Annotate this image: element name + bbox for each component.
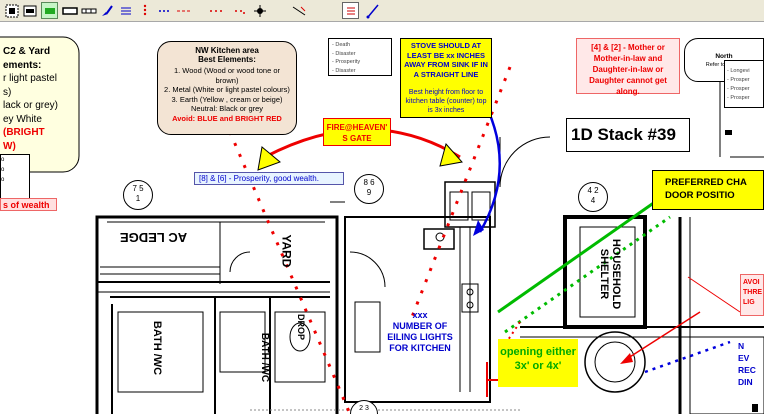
prosperity-note: [8] & [6] - Prosperity, good wealth. <box>194 172 344 185</box>
left-yard-note: C2 & Yard ements: r light pastel s) lack… <box>3 46 59 152</box>
preferred-door-note: PREFERRED CHA DOOR POSITIO <box>652 170 764 210</box>
blue-dot-tool[interactable] <box>155 2 172 19</box>
dotted-frame-icon <box>5 4 18 17</box>
household-shelter-label: HOUSEHOLD SHELTER <box>598 238 622 310</box>
align-tool[interactable] <box>117 2 134 19</box>
kitchen-area-note: NW Kitchen area Best Elements: 1. Wood (… <box>157 41 297 135</box>
red-dot-tool[interactable] <box>136 2 153 19</box>
stamp-icon <box>23 5 36 16</box>
fire-heaven-gate-note: FIRE@HEAVEN' S GATE <box>323 118 391 146</box>
align-icon <box>120 7 131 14</box>
right-blue-note: N EV REC DIN <box>738 341 756 387</box>
green-fill-icon <box>44 7 55 14</box>
brush-tool[interactable] <box>98 2 115 19</box>
kitchen-note-title: NW Kitchen area <box>195 46 259 55</box>
select-frame-tool[interactable] <box>3 2 20 19</box>
bath-wc-label: BATH /WC <box>151 320 164 376</box>
ceiling-lights-note: xxx NUMBER OF EILING LIGHTS FOR KITCHEN <box>387 310 453 353</box>
opening-note: opening either 3x' or 4x' <box>498 339 578 387</box>
arrow-icon <box>253 4 266 17</box>
scale-bar-icon <box>81 8 96 13</box>
pin-tool[interactable] <box>230 2 247 19</box>
pin-icon <box>234 9 245 14</box>
text-list-icon <box>346 7 355 14</box>
kitchen-note-items: 1. Wood (Wood or wood tone or brown) 2. … <box>164 66 290 123</box>
stove-note-detail: Best height from floor to kitchen table … <box>405 89 487 114</box>
stove-note: STOVE SHOULD AT LEAST BE xx INCHES AWAY … <box>400 38 492 118</box>
red-dash-icon <box>176 10 191 11</box>
pen-tool[interactable] <box>364 2 381 19</box>
color-fill-tool[interactable] <box>41 2 58 19</box>
yard-label: YARD <box>279 234 294 268</box>
floor-plan-drawing <box>95 66 764 414</box>
drop-label: DROP <box>296 313 307 341</box>
avoid-light-note: AVOI THRE LIG <box>740 274 764 316</box>
red-dash-tool[interactable] <box>175 2 192 19</box>
direction-circle-869: 8 6 9 <box>354 174 384 204</box>
text-tool[interactable] <box>342 2 359 19</box>
wealth-note: s of wealth <box>0 198 57 211</box>
ac-ledge-label: AC LEDGE <box>120 230 188 245</box>
red-dotline-icon <box>209 9 222 12</box>
floor-plan-canvas[interactable]: C2 & Yard ements: r light pastel s) lack… <box>0 22 764 414</box>
red-dots-icon <box>143 4 146 15</box>
right-legend: - Longevi - Prosper - Prosper - Prosper <box>724 60 764 108</box>
rectangle-icon <box>61 6 78 15</box>
rectangle-tool[interactable] <box>61 2 78 19</box>
pen-icon <box>366 4 379 18</box>
stack-label: 1D Stack #39 <box>566 118 690 152</box>
stamp-tool[interactable] <box>21 2 38 19</box>
left-small-legend: o o o <box>0 154 30 200</box>
brush-icon <box>101 4 113 16</box>
scale-tool[interactable] <box>80 2 97 19</box>
stove-note-title: STOVE SHOULD AT LEAST BE xx INCHES AWAY … <box>404 41 488 79</box>
kitchen-note-subtitle: Best Elements: <box>198 55 256 64</box>
arrow-tool[interactable] <box>251 2 268 19</box>
blue-dots-icon <box>158 9 169 12</box>
direction-circle-424: 4 2 4 <box>578 182 608 212</box>
direction-circle-751: 7 5 1 <box>123 180 153 210</box>
red-dot-line-tool[interactable] <box>207 2 224 19</box>
line-dash-icon <box>292 6 305 15</box>
center-small-legend: - Death - Disaster - Prosperity - Disast… <box>328 38 392 76</box>
drawing-toolbar <box>0 0 764 22</box>
line-dash-tool[interactable] <box>290 2 307 19</box>
bath-wc-label-2: BATH /WC <box>259 332 271 383</box>
mother-note: [4] & [2] - Mother or Mother-in-law and … <box>576 38 680 96</box>
